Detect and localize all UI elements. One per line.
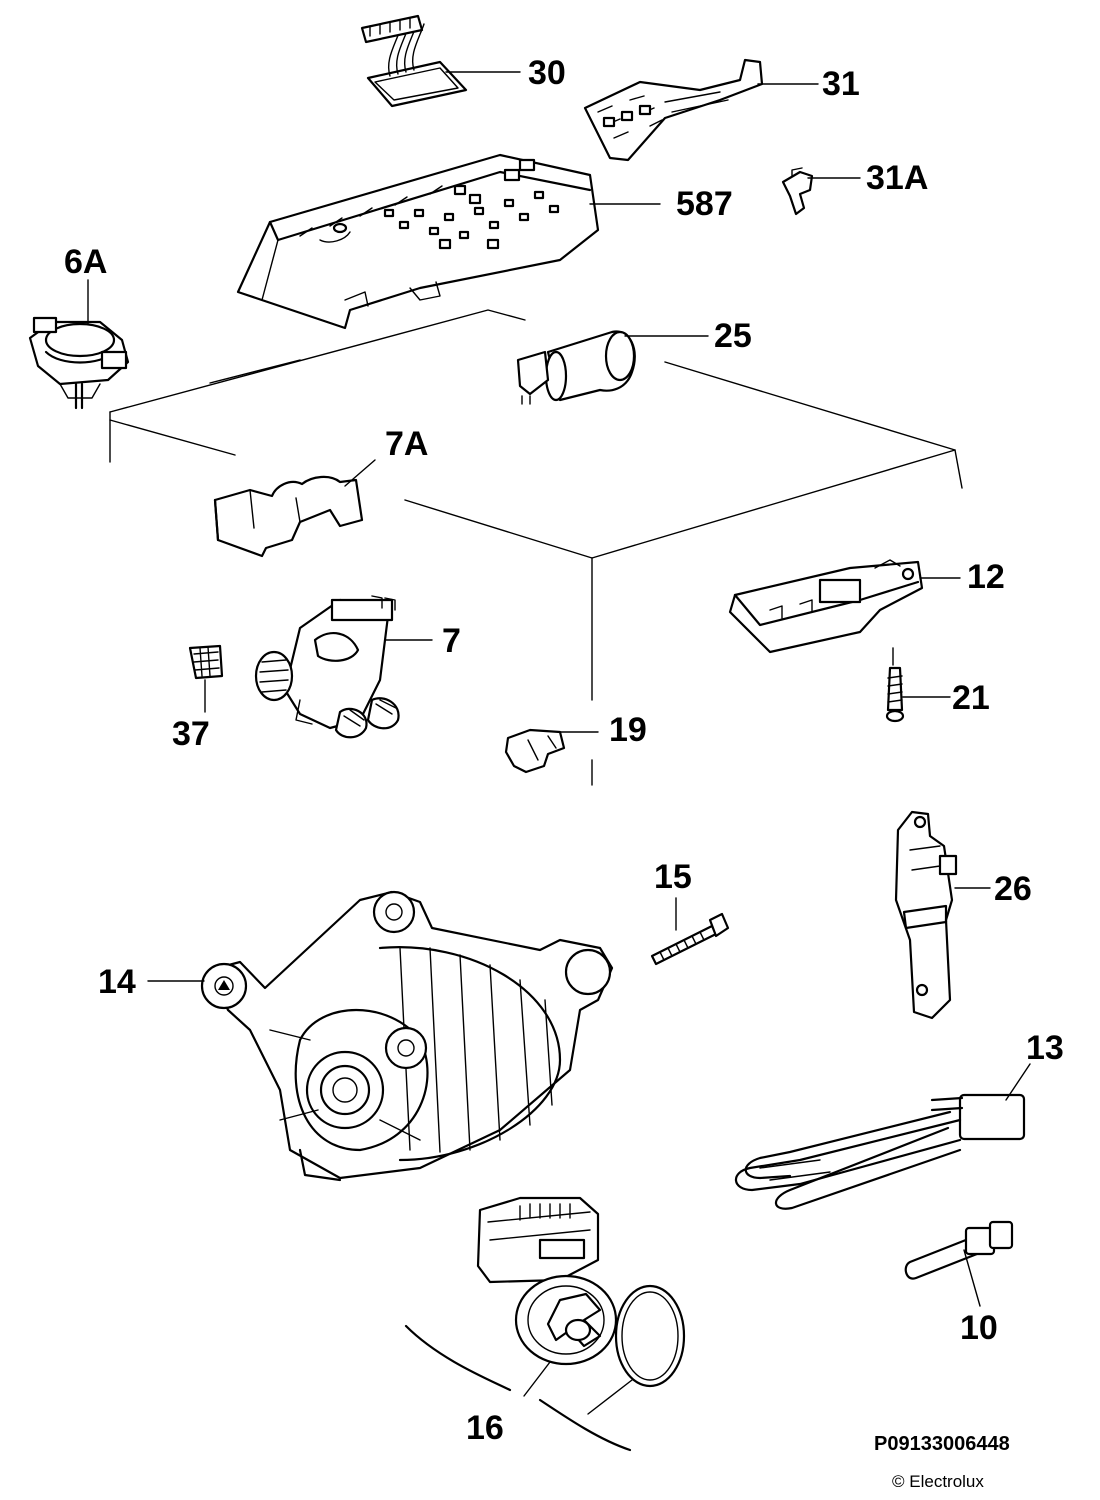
part-21-screw <box>885 647 905 723</box>
part-12-door-lock <box>728 559 924 654</box>
part-label-31: 31 <box>822 65 860 103</box>
part-label-19: 19 <box>609 711 647 749</box>
part-label-16: 16 <box>466 1409 504 1447</box>
part-15-bolt <box>650 912 730 966</box>
document-code: P09133006448 <box>874 1433 1010 1455</box>
part-label-37: 37 <box>172 715 210 753</box>
part-13-heater <box>734 1093 1026 1210</box>
part-31-connector-board <box>583 58 764 162</box>
part-label-7: 7 <box>442 622 461 660</box>
part-label-26: 26 <box>994 870 1032 908</box>
part-label-12: 12 <box>967 558 1005 596</box>
part-label-31a: 31A <box>866 159 929 197</box>
part-14-motor <box>200 890 614 1182</box>
cabinet-outline <box>109 309 963 786</box>
part-label-25: 25 <box>714 317 752 355</box>
pcb-components <box>383 158 560 250</box>
part-label-13: 13 <box>1026 1029 1064 1067</box>
part-587-control-module <box>236 153 600 330</box>
part-31a-clip <box>781 167 814 216</box>
part-30-ribbon-connector <box>360 14 468 108</box>
part-label-10: 10 <box>960 1309 998 1347</box>
part-label-7a: 7A <box>385 425 429 463</box>
copyright-notice: © Electrolux <box>892 1472 984 1491</box>
part-19-connector <box>504 728 566 774</box>
part-6a-pressure-switch <box>28 316 130 410</box>
leader-lines <box>87 71 1031 1415</box>
part-label-30: 30 <box>528 54 566 92</box>
part-37-filter <box>188 644 224 680</box>
part-7-inlet-valve <box>254 595 400 739</box>
part-label-14: 14 <box>98 963 136 1001</box>
part-label-15: 15 <box>654 858 692 896</box>
part-16-drain-pump <box>404 1196 686 1452</box>
part-10-ntc-sensor <box>904 1220 1014 1280</box>
part-label-587: 587 <box>676 185 733 223</box>
part-label-6a: 6A <box>64 243 108 281</box>
part-label-21: 21 <box>952 679 990 717</box>
part-25-interference-filter <box>516 330 636 405</box>
part-26-sensor <box>894 810 958 1020</box>
part-7a-bracket <box>213 475 364 558</box>
